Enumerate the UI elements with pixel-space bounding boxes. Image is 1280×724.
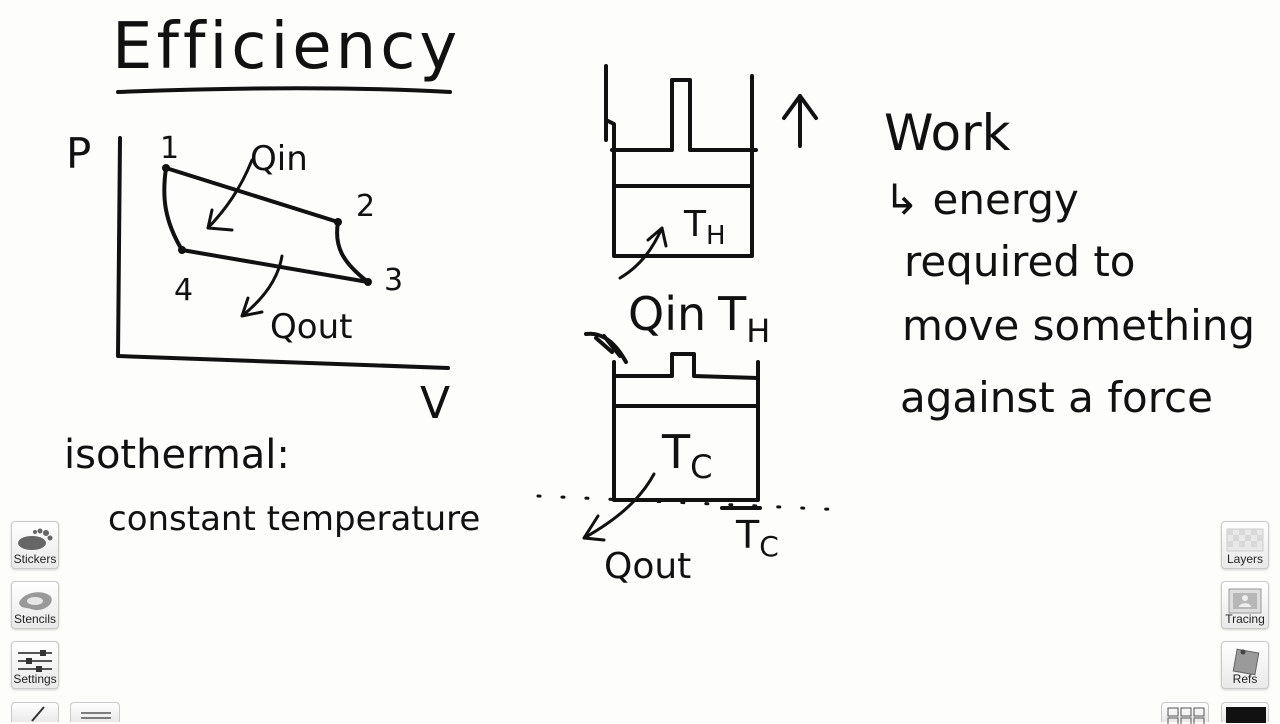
point-4 bbox=[178, 246, 186, 254]
pv-axes bbox=[116, 136, 450, 370]
pv-cycle bbox=[162, 166, 370, 284]
stickers-button[interactable]: Stickers bbox=[11, 521, 59, 569]
refs-icon bbox=[1232, 648, 1260, 676]
up-arrow bbox=[782, 94, 818, 148]
work-line-4: against a force bbox=[900, 373, 1213, 422]
color-swatch bbox=[1226, 707, 1266, 723]
p-axis-label: P bbox=[66, 129, 91, 178]
title-text: Efficiency bbox=[112, 10, 461, 84]
settings-label: Settings bbox=[13, 672, 57, 686]
work-line-2: required to bbox=[904, 237, 1136, 286]
th-label: TH bbox=[683, 204, 726, 251]
refs-button[interactable]: Refs bbox=[1221, 641, 1269, 689]
hot-cylinder bbox=[604, 64, 754, 258]
qin-engine-arrow bbox=[618, 226, 668, 280]
qin-label: Qin bbox=[250, 139, 308, 179]
isothermal-text: isothermal: bbox=[64, 432, 290, 478]
work-line-3: move something bbox=[902, 301, 1255, 350]
label-2: 2 bbox=[356, 189, 375, 224]
color-swatch-button[interactable] bbox=[1221, 702, 1269, 723]
grid-icon bbox=[1167, 707, 1205, 724]
work-title: Work bbox=[884, 104, 1011, 162]
sliders-icon bbox=[18, 650, 52, 672]
stencil-icon bbox=[19, 592, 52, 611]
point-2 bbox=[334, 218, 342, 226]
pen-icon bbox=[31, 706, 45, 722]
cold-scribble bbox=[584, 331, 628, 364]
pen-tool-button[interactable] bbox=[11, 702, 59, 722]
tc2-label: TC bbox=[735, 513, 779, 563]
point-3 bbox=[364, 278, 372, 286]
qout-engine-label: Qout bbox=[604, 546, 691, 587]
stencils-button[interactable]: Stencils bbox=[11, 581, 59, 629]
refs-label: Refs bbox=[1232, 672, 1258, 686]
label-4: 4 bbox=[174, 273, 193, 308]
cold-cylinder bbox=[612, 360, 760, 502]
tracing-label: Tracing bbox=[1225, 612, 1265, 626]
v-axis-label: V bbox=[420, 378, 450, 429]
tracing-icon bbox=[1228, 588, 1262, 614]
tc-label: TC bbox=[661, 425, 712, 486]
qout-engine-arrow bbox=[582, 472, 656, 542]
title-underline bbox=[116, 86, 452, 94]
layers-button[interactable]: Layers bbox=[1221, 521, 1269, 569]
hot-piston bbox=[610, 78, 758, 152]
reservoir-dotted-line bbox=[536, 494, 848, 512]
qout-label: Qout bbox=[270, 307, 352, 347]
label-3: 3 bbox=[384, 263, 403, 298]
work-line-1: ↳ energy bbox=[884, 175, 1079, 224]
settings-button[interactable]: Settings bbox=[11, 641, 59, 689]
tracing-button[interactable]: Tracing bbox=[1221, 581, 1269, 629]
notes-tool-button[interactable] bbox=[70, 702, 120, 722]
cold-piston bbox=[612, 352, 760, 408]
label-1: 1 bbox=[160, 131, 179, 166]
qin-arrow bbox=[206, 158, 254, 232]
qout-arrow bbox=[240, 254, 284, 318]
grid-view-button[interactable] bbox=[1161, 702, 1209, 724]
point-1 bbox=[162, 164, 170, 172]
stickers-label: Stickers bbox=[13, 552, 57, 566]
layers-icon bbox=[1226, 528, 1264, 552]
notes-icon bbox=[81, 712, 111, 719]
layers-label: Layers bbox=[1226, 552, 1264, 566]
footprint-icon bbox=[18, 528, 53, 550]
stencils-label: Stencils bbox=[13, 612, 57, 626]
constant-temperature-text: constant temperature bbox=[108, 499, 480, 539]
